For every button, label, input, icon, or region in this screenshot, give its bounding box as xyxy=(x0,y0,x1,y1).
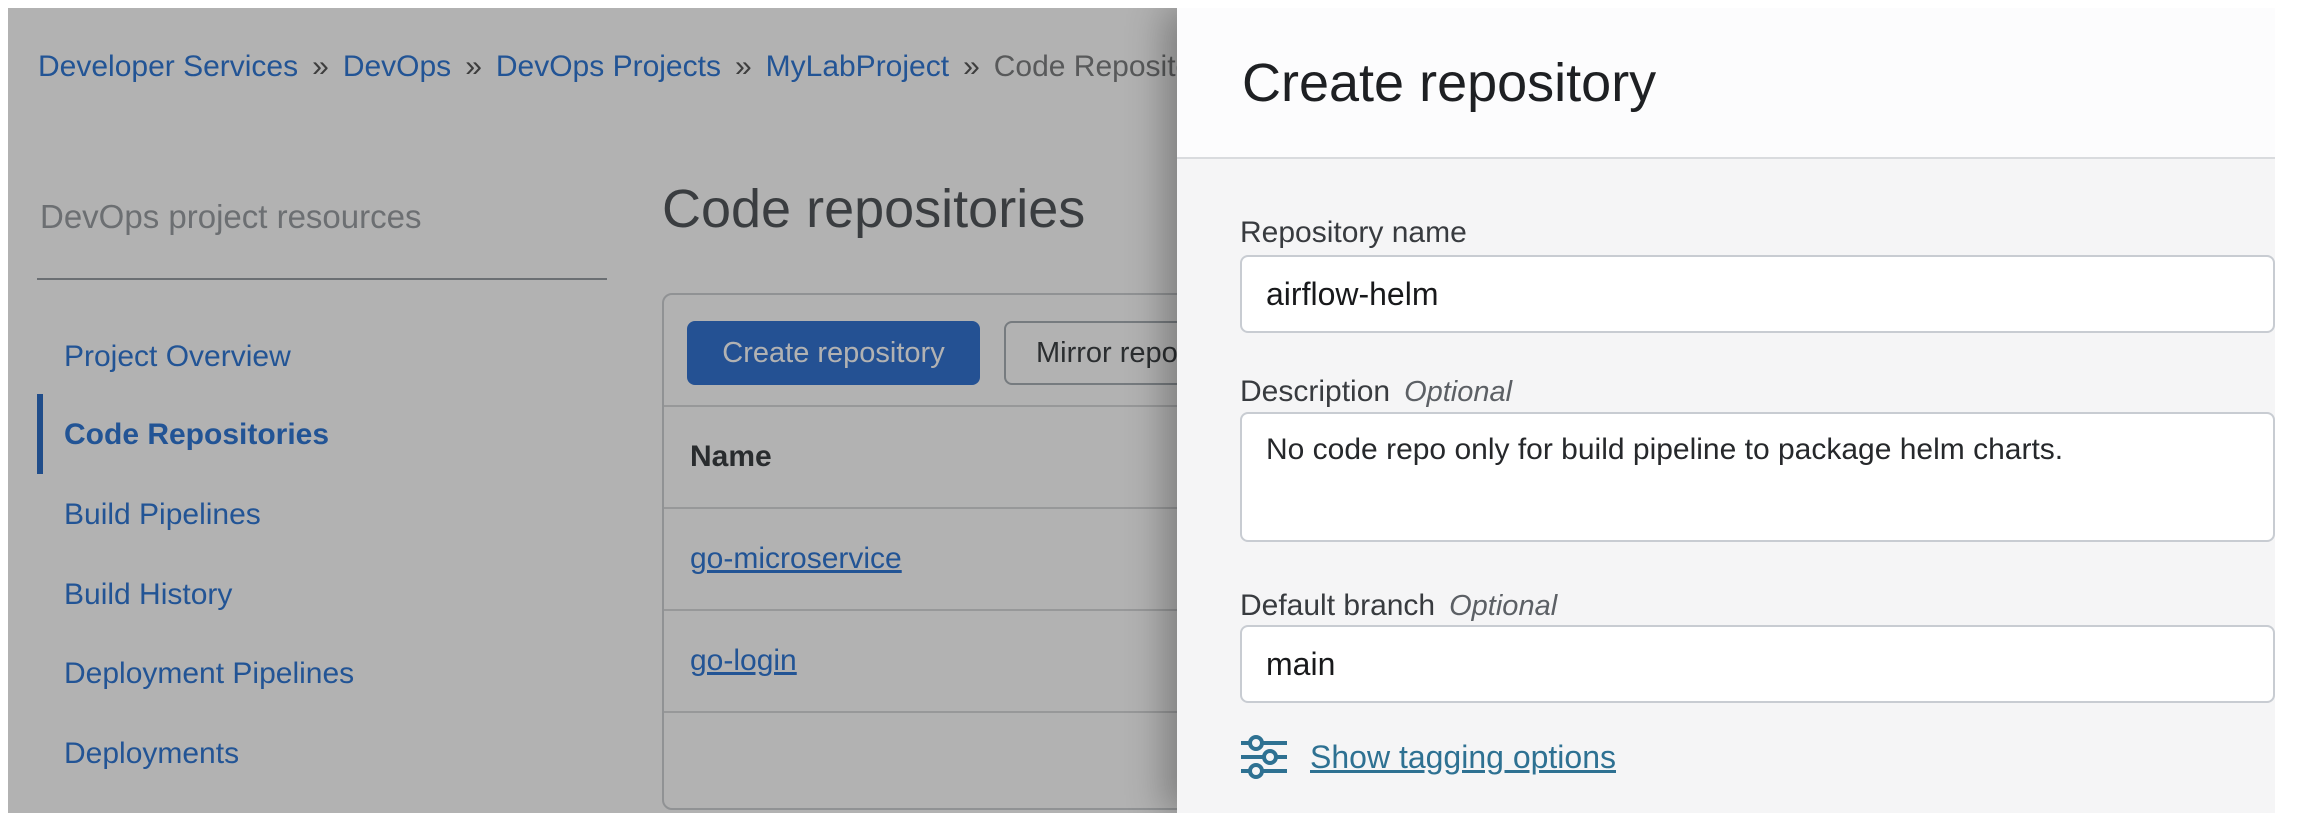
breadcrumb-separator: » xyxy=(963,50,980,83)
show-tagging-options[interactable]: Show tagging options xyxy=(1240,733,1616,781)
breadcrumb-item[interactable]: DevOps Projects xyxy=(495,50,721,83)
default-branch-optional-tag: Optional xyxy=(1449,590,1558,622)
sidebar-item-code-repositories[interactable]: Code Repositories xyxy=(64,418,330,451)
sidebar-item-deployment-pipelines[interactable]: Deployment Pipelines xyxy=(64,657,355,690)
breadcrumb-separator: » xyxy=(734,50,752,83)
sidebar-item-project-overview[interactable]: Project Overview xyxy=(64,340,291,373)
breadcrumb-item[interactable]: Developer Services xyxy=(38,50,299,83)
sidebar-heading: DevOps project resources xyxy=(40,198,422,235)
description-optional-tag: Optional xyxy=(1404,376,1513,408)
code-repositories-table: Create repository Mirror repository Name… xyxy=(662,293,1228,810)
page-title: Code repositories xyxy=(662,179,1086,239)
panel-header: Create repository xyxy=(1177,8,2275,159)
table-row: go-microservice xyxy=(664,509,1226,611)
panel-title: Create repository xyxy=(1242,52,1657,113)
breadcrumb-item[interactable]: DevOps xyxy=(342,50,452,83)
show-tagging-options-link[interactable]: Show tagging options xyxy=(1310,738,1616,775)
default-branch-input[interactable] xyxy=(1240,625,2275,703)
sidebar-active-indicator xyxy=(37,394,43,474)
breadcrumb-separator: » xyxy=(312,50,329,83)
sliders-icon xyxy=(1241,735,1287,779)
table-column-header-name: Name xyxy=(664,407,1226,509)
repository-name-label: Repository name xyxy=(1240,216,1467,249)
create-repository-panel: Create repository Repository name Descri… xyxy=(1177,8,2275,813)
repository-name-input[interactable] xyxy=(1240,255,2275,333)
sidebar-item-build-history[interactable]: Build History xyxy=(64,578,233,611)
table-toolbar: Create repository Mirror repository xyxy=(664,295,1226,407)
description-textarea[interactable]: No code repo only for build pipeline to … xyxy=(1240,412,2275,542)
sidebar-item-deployments[interactable]: Deployments xyxy=(64,737,240,770)
browser-viewport: Developer Services » DevOps » DevOps Project… xyxy=(8,8,2275,813)
mirror-repository-button[interactable]: Mirror repository xyxy=(1004,321,1226,385)
repo-link-go-login[interactable]: go-login xyxy=(690,644,797,677)
breadcrumb-item[interactable]: MyLabProject xyxy=(765,50,950,83)
create-repository-button[interactable]: Create repository xyxy=(687,321,980,385)
repo-link-go-microservice[interactable]: go-microservice xyxy=(690,542,902,575)
sidebar-divider xyxy=(37,278,607,280)
breadcrumb-separator: » xyxy=(465,50,482,83)
table-row: go-login xyxy=(664,611,1226,713)
sidebar-item-build-pipelines[interactable]: Build Pipelines xyxy=(64,498,261,531)
